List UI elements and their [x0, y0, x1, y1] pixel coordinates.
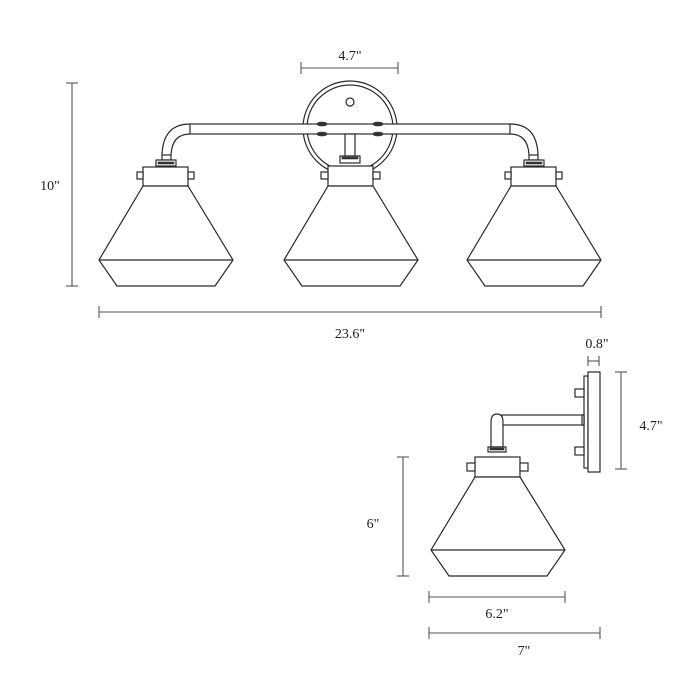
shade-left	[98, 154, 234, 287]
horizontal-arm	[161, 121, 539, 157]
extension-label: 7"	[518, 644, 531, 659]
overall-width-label: 23.6"	[335, 327, 365, 342]
front-view: 4.7"	[40, 49, 602, 342]
backplate-width-label: 4.7"	[338, 49, 361, 64]
shade-width-label: 6.2"	[485, 607, 508, 622]
extension-dimension: 7"	[428, 627, 601, 659]
overall-width-dimension: 23.6"	[98, 306, 602, 342]
side-arm	[490, 413, 585, 448]
height-dimension: 10"	[40, 82, 78, 287]
backplate-depth-label: 0.8"	[585, 337, 608, 352]
side-shade	[430, 446, 566, 577]
backplate-height-dimension: 4.7"	[615, 371, 663, 470]
shade-center	[283, 155, 419, 287]
shade-width-dimension: 6.2"	[428, 591, 566, 622]
shade-height-dimension: 6"	[367, 456, 409, 577]
backplate-height-label: 4.7"	[639, 419, 662, 434]
height-label: 10"	[40, 179, 60, 194]
shade-right	[466, 154, 602, 287]
side-view: 0.8" 4.7"	[367, 337, 663, 659]
backplate-depth-dimension: 0.8"	[585, 337, 609, 366]
shade-height-label: 6"	[367, 517, 380, 532]
backplate-width-dimension: 4.7"	[300, 49, 399, 74]
